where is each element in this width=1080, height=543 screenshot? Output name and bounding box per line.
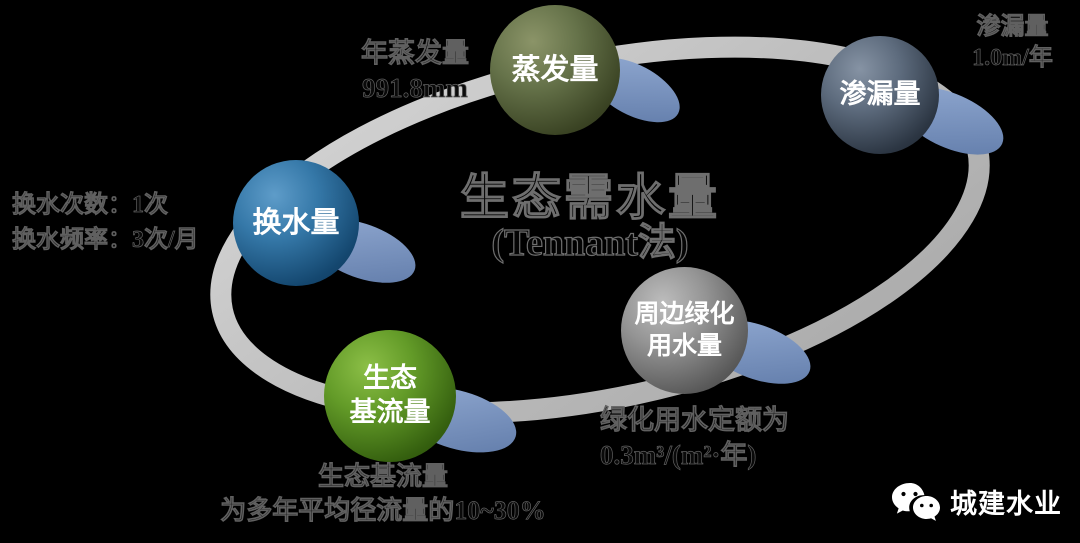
diagram-title-main: 生态需水量 — [459, 170, 720, 225]
annotation-seepage-line2: 1.0m/年 — [972, 45, 1053, 72]
node-greening-water-label-line1: 周边绿化 — [634, 301, 735, 329]
node-eco-baseflow: 生态 基流量 — [324, 330, 456, 462]
annotation-seepage: 渗漏量 1.0m/年 — [945, 12, 1080, 74]
annotation-water-exchange-line1: 换水次数：1次 — [12, 192, 169, 219]
annotation-water-exchange: 换水次数：1次 换水频率：3次/月 — [12, 188, 227, 258]
annotation-evaporation-line2: 991.8mm — [362, 73, 468, 104]
annotation-greening-water: 绿化用水定额为 0.3m³/(m²·年) — [600, 403, 880, 473]
node-greening-water-label-line2: 用水量 — [646, 332, 722, 360]
node-seepage-label: 渗漏量 — [839, 79, 921, 110]
node-evaporation-label: 蒸发量 — [511, 53, 599, 86]
node-evaporation: 蒸发量 — [490, 5, 620, 135]
node-seepage: 渗漏量 — [821, 36, 939, 154]
annotation-water-exchange-line2: 换水频率：3次/月 — [12, 226, 199, 253]
annotation-eco-baseflow-line2: 为多年平均径流量的10~30% — [220, 495, 546, 525]
annotation-greening-water-line2: 0.3m³/(m²·年) — [600, 440, 757, 471]
annotation-seepage-line1: 渗漏量 — [976, 14, 1049, 41]
annotation-evaporation-line1: 年蒸发量 — [361, 38, 470, 69]
node-eco-baseflow-label-line1: 生态 — [363, 363, 417, 394]
node-greening-water: 周边绿化 用水量 — [621, 267, 748, 394]
annotation-eco-baseflow: 生态基流量 为多年平均径流量的10~30% — [218, 460, 548, 528]
annotation-eco-baseflow-line1: 生态基流量 — [317, 462, 449, 492]
node-water-exchange-label: 换水量 — [252, 206, 340, 239]
watermark: 城建水业 — [890, 481, 1062, 521]
annotation-evaporation: 年蒸发量 991.8mm — [335, 36, 495, 106]
watermark-label: 城建水业 — [950, 488, 1062, 519]
diagram-title: 生态需水量 (Tennant法) — [350, 170, 830, 266]
node-water-exchange: 换水量 — [233, 160, 359, 286]
node-eco-baseflow-label-line2: 基流量 — [349, 397, 431, 427]
annotation-greening-water-line1: 绿化用水定额为 — [600, 405, 790, 436]
diagram-title-method: (Tennant法) — [491, 221, 689, 264]
wechat-icon — [892, 483, 940, 521]
